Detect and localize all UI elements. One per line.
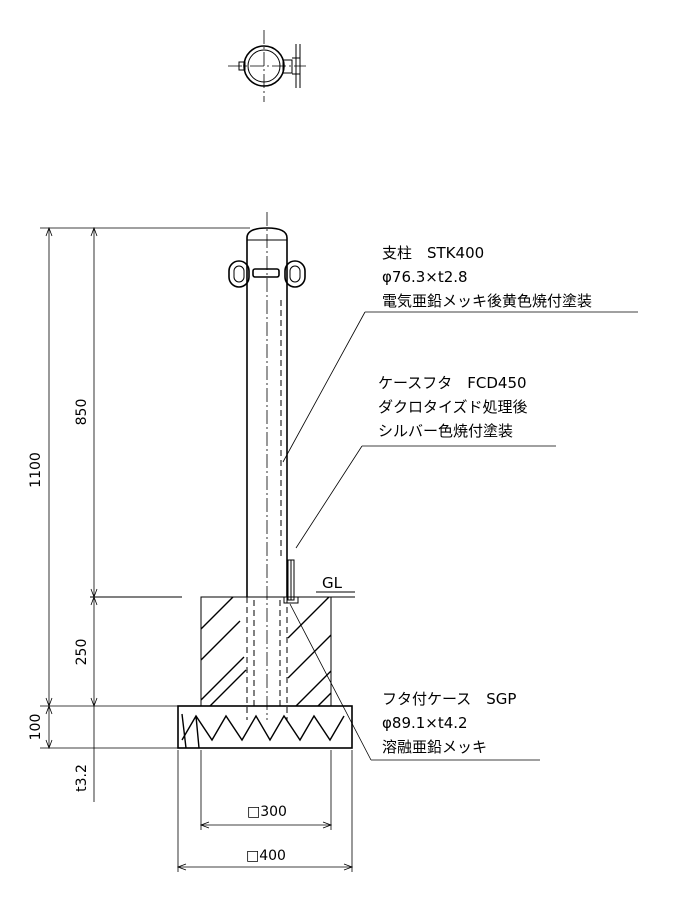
case-lid-callout: ケースフタ FCD450 ダクロタイズド処理後 シルバー色焼付塗装 bbox=[295, 374, 556, 549]
plan-view bbox=[228, 30, 306, 102]
horizontal-dimensions: □300 □400 bbox=[176, 750, 354, 872]
pole-label-2: φ76.3×t2.8 bbox=[382, 268, 468, 286]
case-lid-label-2: ダクロタイズド処理後 bbox=[378, 398, 528, 416]
case-label-2: φ89.1×t4.2 bbox=[382, 714, 468, 732]
gl-label: GL bbox=[322, 574, 343, 592]
dim-250: 250 bbox=[74, 639, 90, 666]
pole-label-3: 電気亜鉛メッキ後黄色焼付塗装 bbox=[382, 292, 592, 310]
vertical-dimensions: 1100 850 250 100 t3.2 bbox=[28, 226, 250, 802]
pole bbox=[228, 212, 306, 720]
pole-label-1: 支柱 STK400 bbox=[382, 244, 484, 262]
case-label-1: フタ付ケース SGP bbox=[382, 690, 516, 708]
case-callout: フタ付ケース SGP φ89.1×t4.2 溶融亜鉛メッキ bbox=[289, 603, 540, 761]
foundation bbox=[200, 596, 332, 707]
case-label-3: 溶融亜鉛メッキ bbox=[382, 738, 487, 756]
base-slab bbox=[177, 705, 353, 749]
dim-300: □300 bbox=[247, 804, 287, 820]
case-lid-label-3: シルバー色焼付塗装 bbox=[378, 422, 513, 440]
pole-callout: 支柱 STK400 φ76.3×t2.8 電気亜鉛メッキ後黄色焼付塗装 bbox=[282, 244, 638, 463]
dim-1100: 1100 bbox=[28, 452, 44, 488]
dim-t3-2: t3.2 bbox=[74, 764, 90, 792]
dim-850: 850 bbox=[74, 399, 90, 426]
dim-400: □400 bbox=[246, 848, 286, 864]
ground-line: GL bbox=[90, 574, 355, 598]
case-lid-label-1: ケースフタ FCD450 bbox=[378, 374, 527, 392]
dim-100: 100 bbox=[28, 714, 44, 741]
